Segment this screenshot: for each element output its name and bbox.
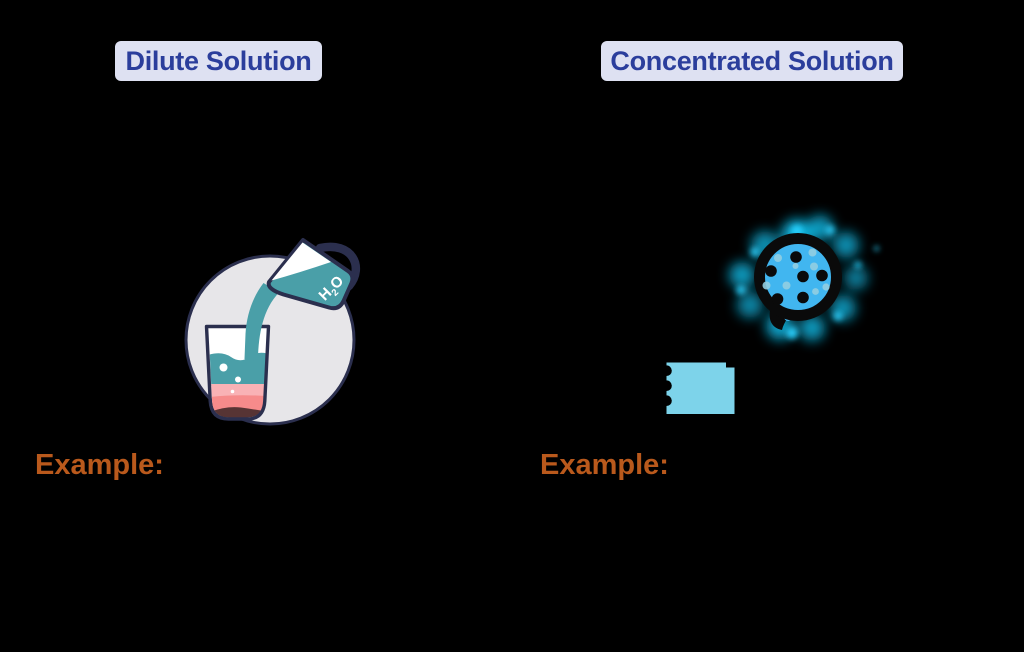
bubble <box>230 389 235 394</box>
bubble <box>219 363 228 372</box>
light-pink-layer <box>208 384 267 397</box>
concentrated-example-label: Example: <box>540 449 669 481</box>
bubble <box>235 376 241 383</box>
water-pitcher-icon <box>266 238 355 311</box>
pitcher-opening <box>271 242 331 281</box>
dilute-illustration: H2O <box>184 238 361 426</box>
dilute-title-box: Dilute Solution <box>115 41 322 81</box>
note-notches <box>661 365 672 407</box>
notched-note-icon <box>666 362 735 414</box>
water-stream <box>244 283 279 361</box>
concentrated-title-box: Concentrated Solution <box>601 41 903 81</box>
water-layer <box>208 352 267 386</box>
concentrated-title: Concentrated Solution <box>610 45 894 76</box>
dilute-title: Dilute Solution <box>125 45 312 76</box>
solute-particles-dark <box>765 251 828 305</box>
solute-particles-pale <box>762 248 830 295</box>
dilute-example-label: Example: <box>35 449 164 481</box>
h2o-sub: 2 <box>330 287 342 299</box>
glass-outline <box>204 324 271 421</box>
concentrated-illustration <box>661 215 879 414</box>
